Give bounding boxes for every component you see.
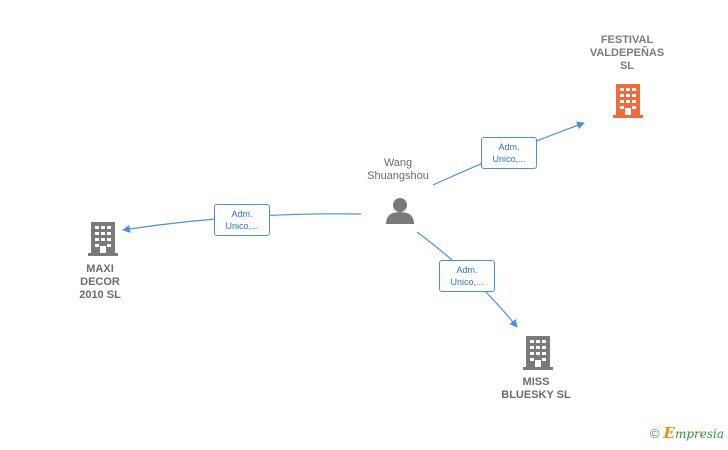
building-icon[interactable] bbox=[523, 336, 553, 370]
edge-role-line1: Adm. bbox=[231, 209, 253, 219]
building-icon[interactable] bbox=[88, 222, 118, 256]
brand-logo: Empresia bbox=[663, 424, 725, 442]
edge-role-line1: Adm. bbox=[498, 142, 520, 152]
building-icon[interactable] bbox=[613, 84, 643, 118]
copyright-symbol: © bbox=[649, 425, 660, 441]
edge-role-line2: Unico,... bbox=[450, 277, 484, 287]
edge-role-line1: Adm. bbox=[456, 265, 478, 275]
edge-label-maxi[interactable]: Adm. Unico,... bbox=[214, 204, 270, 236]
edge-role-line2: Unico,... bbox=[225, 221, 259, 231]
empresia-watermark: © Empresia bbox=[650, 424, 724, 442]
company-name-festival[interactable]: FESTIVAL VALDEPEÑAS SL bbox=[589, 34, 665, 72]
company-name-maxi[interactable]: MAXI DECOR 2010 SL bbox=[79, 263, 121, 301]
edge-label-festival[interactable]: Adm. Unico,... bbox=[481, 137, 537, 169]
person-icon[interactable] bbox=[385, 197, 415, 225]
person-name[interactable]: Wang Shuangshou bbox=[367, 157, 429, 182]
edge-label-miss[interactable]: Adm. Unico,... bbox=[439, 260, 495, 292]
company-name-miss[interactable]: MISS BLUESKY SL bbox=[501, 376, 571, 401]
edge-role-line2: Unico,... bbox=[492, 154, 526, 164]
